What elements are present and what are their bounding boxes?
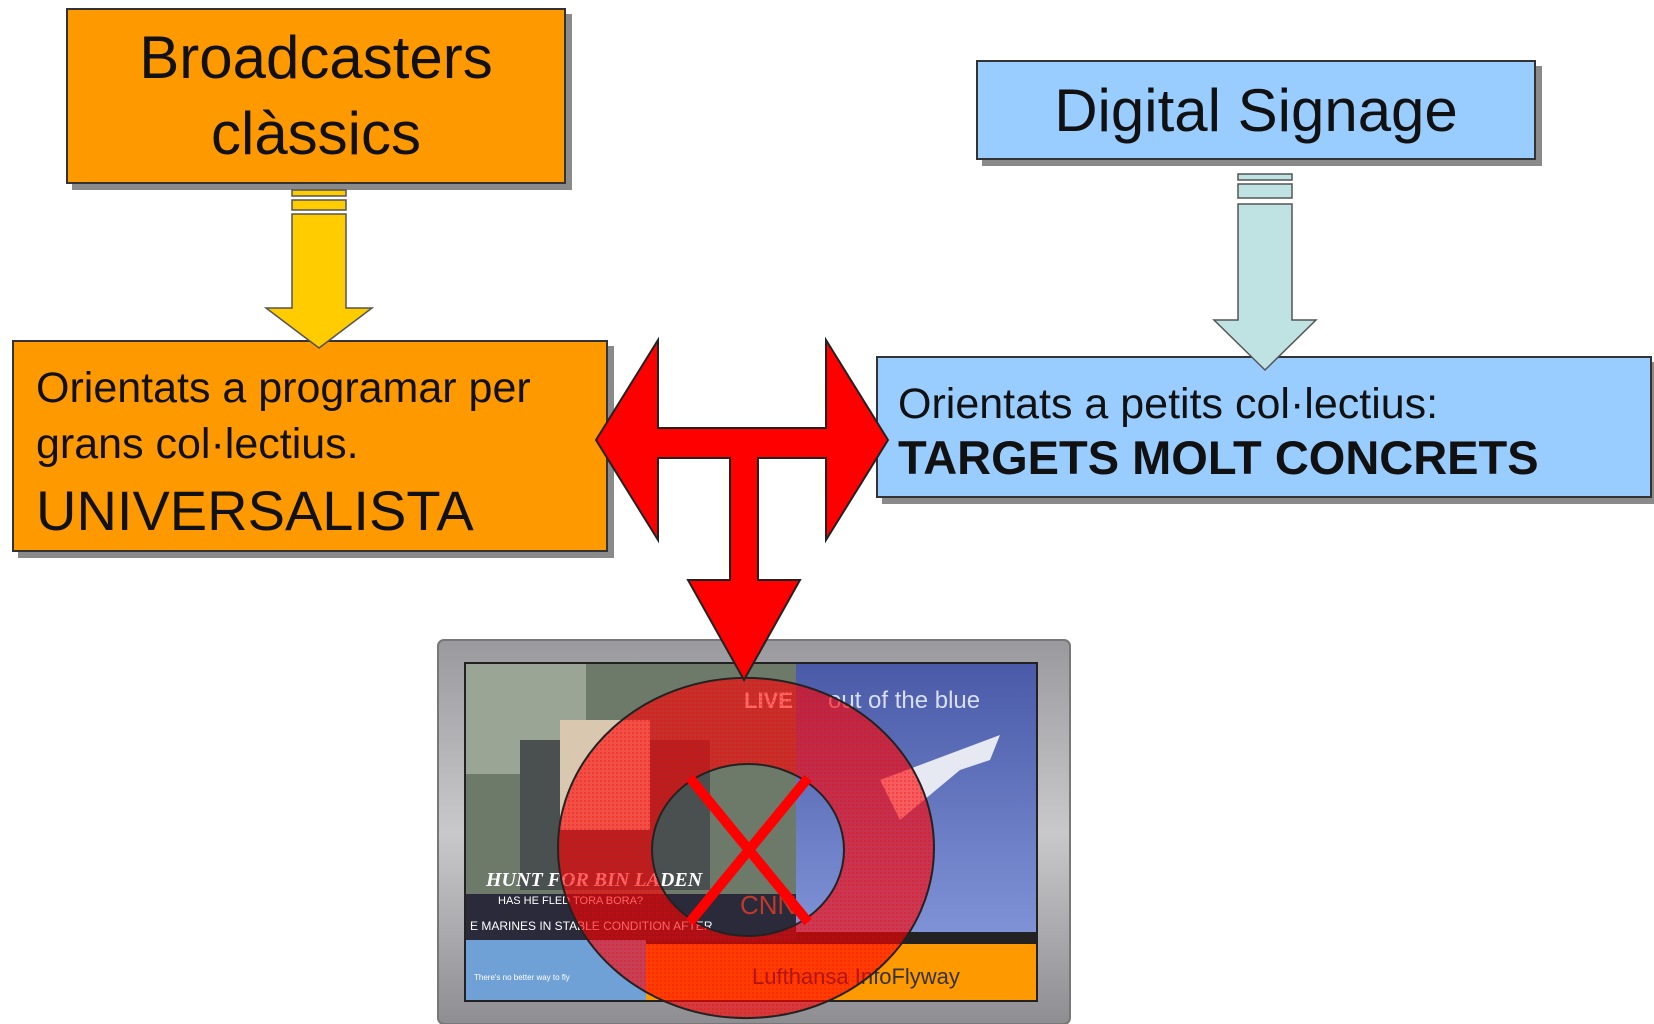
red-x-mark (686, 774, 812, 926)
universalista-line2: grans col·lectius. (36, 420, 359, 468)
targets-line1: Orientats a petits col·lectius: (898, 380, 1439, 428)
red-connector-arrows (594, 336, 890, 683)
targets-box: Orientats a petits col·lectius: TARGETS … (876, 356, 1652, 498)
ad-small: There's no better way to fly (474, 973, 570, 982)
broadcasters-line2: clàssics (210, 100, 422, 167)
universalista-line1: Orientats a programar per (36, 364, 531, 412)
down-arrow-yellow (263, 189, 375, 349)
broadcasters-line1: Broadcasters (139, 24, 493, 91)
targets-line2: TARGETS MOLT CONCRETS (898, 431, 1539, 484)
digital-signage-box: Digital Signage (976, 60, 1536, 160)
universalista-box: Orientats a programar per grans col·lect… (12, 340, 608, 552)
digital-signage-label: Digital Signage (1054, 76, 1458, 144)
prohibition-ring (556, 677, 936, 1019)
broadcasters-box: Broadcasters clàssics (66, 8, 566, 184)
down-arrow-teal (1212, 173, 1318, 372)
universalista-line3: UNIVERSALISTA (36, 479, 474, 542)
